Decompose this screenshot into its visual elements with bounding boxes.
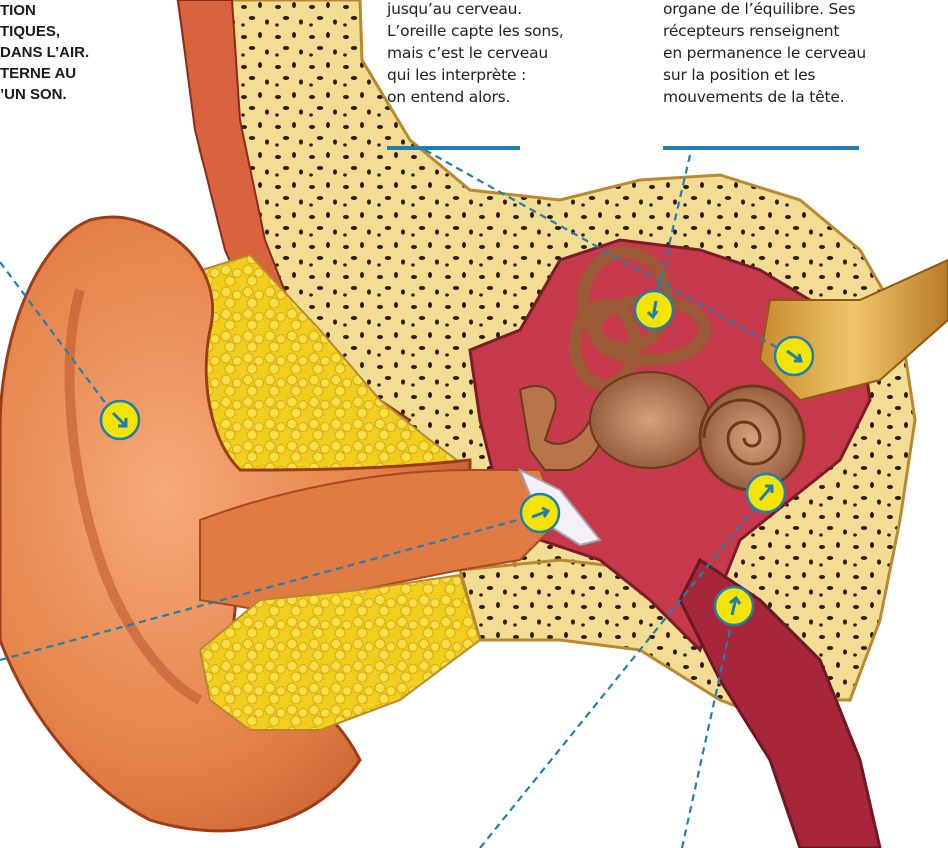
caption-vestibule: organe de l’équilibre. Ses récepteurs re… [663, 0, 866, 108]
caption-line: jusqu’au cerveau. [387, 0, 564, 20]
caption-line: mouvements de la tête. [663, 86, 866, 108]
caption-line: récepteurs renseignent [663, 20, 866, 42]
marker-cochlea [747, 474, 785, 512]
caption-vestibule-rule [663, 146, 859, 150]
cochlea [700, 386, 804, 490]
caption-line: L’oreille capte les sons, [387, 20, 564, 42]
caption-line: en permanence le cerveau [663, 42, 866, 64]
marker-nerve [775, 337, 813, 375]
marker-tube [715, 587, 753, 625]
intro-line: TION [0, 0, 89, 21]
marker-eardrum [521, 494, 559, 532]
intro-line: DANS L’AIR. [0, 42, 89, 63]
caption-line: mais c’est le cerveau [387, 42, 564, 64]
intro-line: ’UN SON. [0, 84, 89, 105]
caption-nerve-rule [387, 146, 520, 150]
marker-vestibule [635, 291, 673, 329]
caption-line: qui les interprète : [387, 64, 564, 86]
vestibule [590, 372, 710, 468]
caption-line: on entend alors. [387, 86, 564, 108]
intro-line: TIQUES, [0, 21, 89, 42]
marker-pinna [101, 401, 139, 439]
caption-nerve: jusqu’au cerveau. L’oreille capte les so… [387, 0, 564, 108]
intro-line: TERNE AU [0, 63, 89, 84]
caption-line: sur la position et les [663, 64, 866, 86]
caption-line: organe de l’équilibre. Ses [663, 0, 866, 20]
intro-text: TION TIQUES, DANS L’AIR. TERNE AU ’UN SO… [0, 0, 89, 105]
